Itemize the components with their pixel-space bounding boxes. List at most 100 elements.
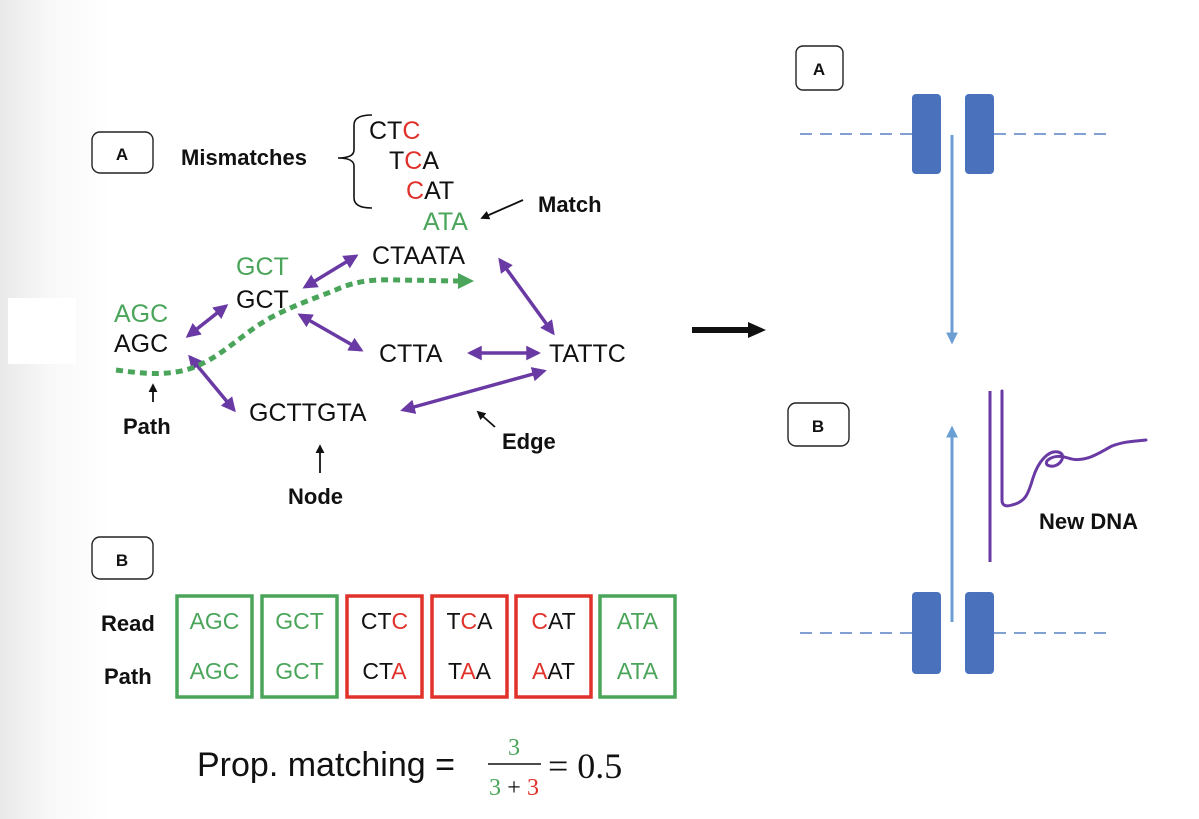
sequence-segment: AGC	[190, 608, 240, 634]
sequence-segment: T	[448, 658, 462, 684]
sequence-segment: T	[446, 608, 460, 634]
node-ctaata: CTAATA	[372, 242, 465, 270]
panel-a-label-box	[91, 131, 154, 174]
sequence-segment: AT	[547, 658, 575, 684]
right-panel-b-label: B	[812, 417, 824, 436]
mismatch-box	[345, 594, 424, 699]
node-tattc: TATTC	[549, 340, 626, 368]
graph-edges	[185, 254, 555, 414]
edge-pointer-arrow	[476, 410, 496, 428]
path-sequence: ATA	[617, 658, 659, 684]
alignment-path-arrowhead	[458, 273, 474, 289]
comparison-column-match: GCT GCT	[260, 594, 339, 699]
read-sequence: TCA	[446, 608, 493, 634]
mismatches-brace	[337, 114, 373, 209]
read-sequence: CTC	[361, 608, 408, 634]
formula-denominator-a: 3	[489, 775, 501, 801]
new-dna-strand	[1000, 389, 1148, 508]
transition-arrow-head	[748, 322, 766, 338]
sequence-segment: A	[532, 658, 548, 684]
white-patch	[8, 298, 76, 364]
path-sequence: AGC	[190, 658, 240, 684]
sequence-segment: C	[402, 117, 420, 145]
sequence-segment: C	[531, 608, 548, 634]
match-box	[598, 594, 677, 699]
panel-a-label: A	[116, 145, 128, 164]
sequence-segment: CT	[369, 117, 402, 145]
node-agc: AGC	[114, 330, 168, 358]
node-agc-read-label: AGC	[114, 300, 168, 328]
match-pointer-arrow	[480, 199, 524, 220]
edge-gct-ctaata	[302, 254, 359, 289]
read-sequence: ATA	[617, 608, 659, 634]
sequence-segment: GCT	[275, 658, 324, 684]
path-annotation: Path	[123, 414, 171, 439]
edge-annotation: Edge	[502, 429, 556, 454]
mismatches-label: Mismatches	[181, 145, 307, 170]
sequence-segment: GCT	[275, 608, 324, 634]
edge-gcttgta-tattc	[400, 367, 547, 414]
right-panel-a-label: A	[813, 60, 825, 79]
formula-result: = 0.5	[548, 746, 622, 786]
pore-block-right	[965, 592, 994, 674]
row-label-read: Read	[101, 611, 155, 636]
sequence-segment: A	[391, 658, 407, 684]
panel-b-label-box	[91, 536, 154, 580]
right-panel-b: B New DNA	[787, 389, 1148, 674]
mismatch-read: CAT	[406, 177, 454, 205]
match-label: Match	[538, 192, 602, 217]
sequence-segment: T	[389, 147, 404, 175]
node-gct: GCT	[236, 286, 289, 314]
sequence-segment: ATA	[617, 608, 659, 634]
comparison-column-match: ATA ATA	[598, 594, 677, 699]
sequence-segment: ATA	[617, 658, 659, 684]
mismatch-box	[514, 594, 593, 699]
right-panel-a: A	[795, 45, 1110, 345]
edge-agc-gcttgta	[188, 354, 236, 413]
sequence-segment: C	[404, 147, 422, 175]
path-sequence: GCT	[275, 658, 324, 684]
node-annotation: Node	[288, 484, 343, 509]
formula-denominator-b: 3	[527, 775, 539, 801]
mismatch-box	[430, 594, 509, 699]
match-box	[175, 594, 254, 699]
sequence-segment: C	[461, 608, 478, 634]
row-label-path: Path	[104, 664, 152, 689]
new-dna-label: New DNA	[1039, 509, 1138, 534]
node-gct-read-label: GCT	[236, 253, 289, 281]
right-panel-b-label-box	[787, 402, 850, 447]
sequence-segment: A	[477, 608, 493, 634]
path-sequence: CTA	[362, 658, 407, 684]
read-sequence: GCT	[275, 608, 324, 634]
match-read: ATA	[423, 208, 468, 236]
formula-plus: +	[507, 775, 521, 801]
read-sequence: CAT	[531, 608, 575, 634]
sequence-segment: C	[392, 608, 409, 634]
left-panel-a: A Mismatches CTC TCA CAT ATA Match AGC A…	[91, 114, 626, 509]
panel-b-label: B	[116, 551, 128, 570]
alignment-path	[115, 277, 459, 376]
edge-agc-gct	[185, 304, 229, 338]
comparison-column-match: AGC AGC	[175, 594, 254, 699]
edge-gct-ctta	[297, 313, 364, 352]
read-sequence: AGC	[190, 608, 240, 634]
node-ctta: CTTA	[379, 340, 443, 368]
mismatch-read: TCA	[389, 147, 439, 175]
mismatch-read: CTC	[369, 117, 420, 145]
edge-ctaata-tattc	[498, 257, 555, 336]
sequence-segment: A	[476, 658, 492, 684]
path-sequence: TAA	[448, 658, 492, 684]
sequence-segment: AGC	[190, 658, 240, 684]
right-panel-a-label-box	[795, 45, 844, 91]
sequence-segment: CT	[362, 658, 393, 684]
match-box	[260, 594, 339, 699]
pore-block-left	[912, 592, 941, 674]
sequence-segment: AT	[548, 608, 576, 634]
sequence-segment: AT	[424, 177, 454, 205]
pore-block-right	[965, 94, 994, 174]
sequence-segment: C	[406, 177, 424, 205]
